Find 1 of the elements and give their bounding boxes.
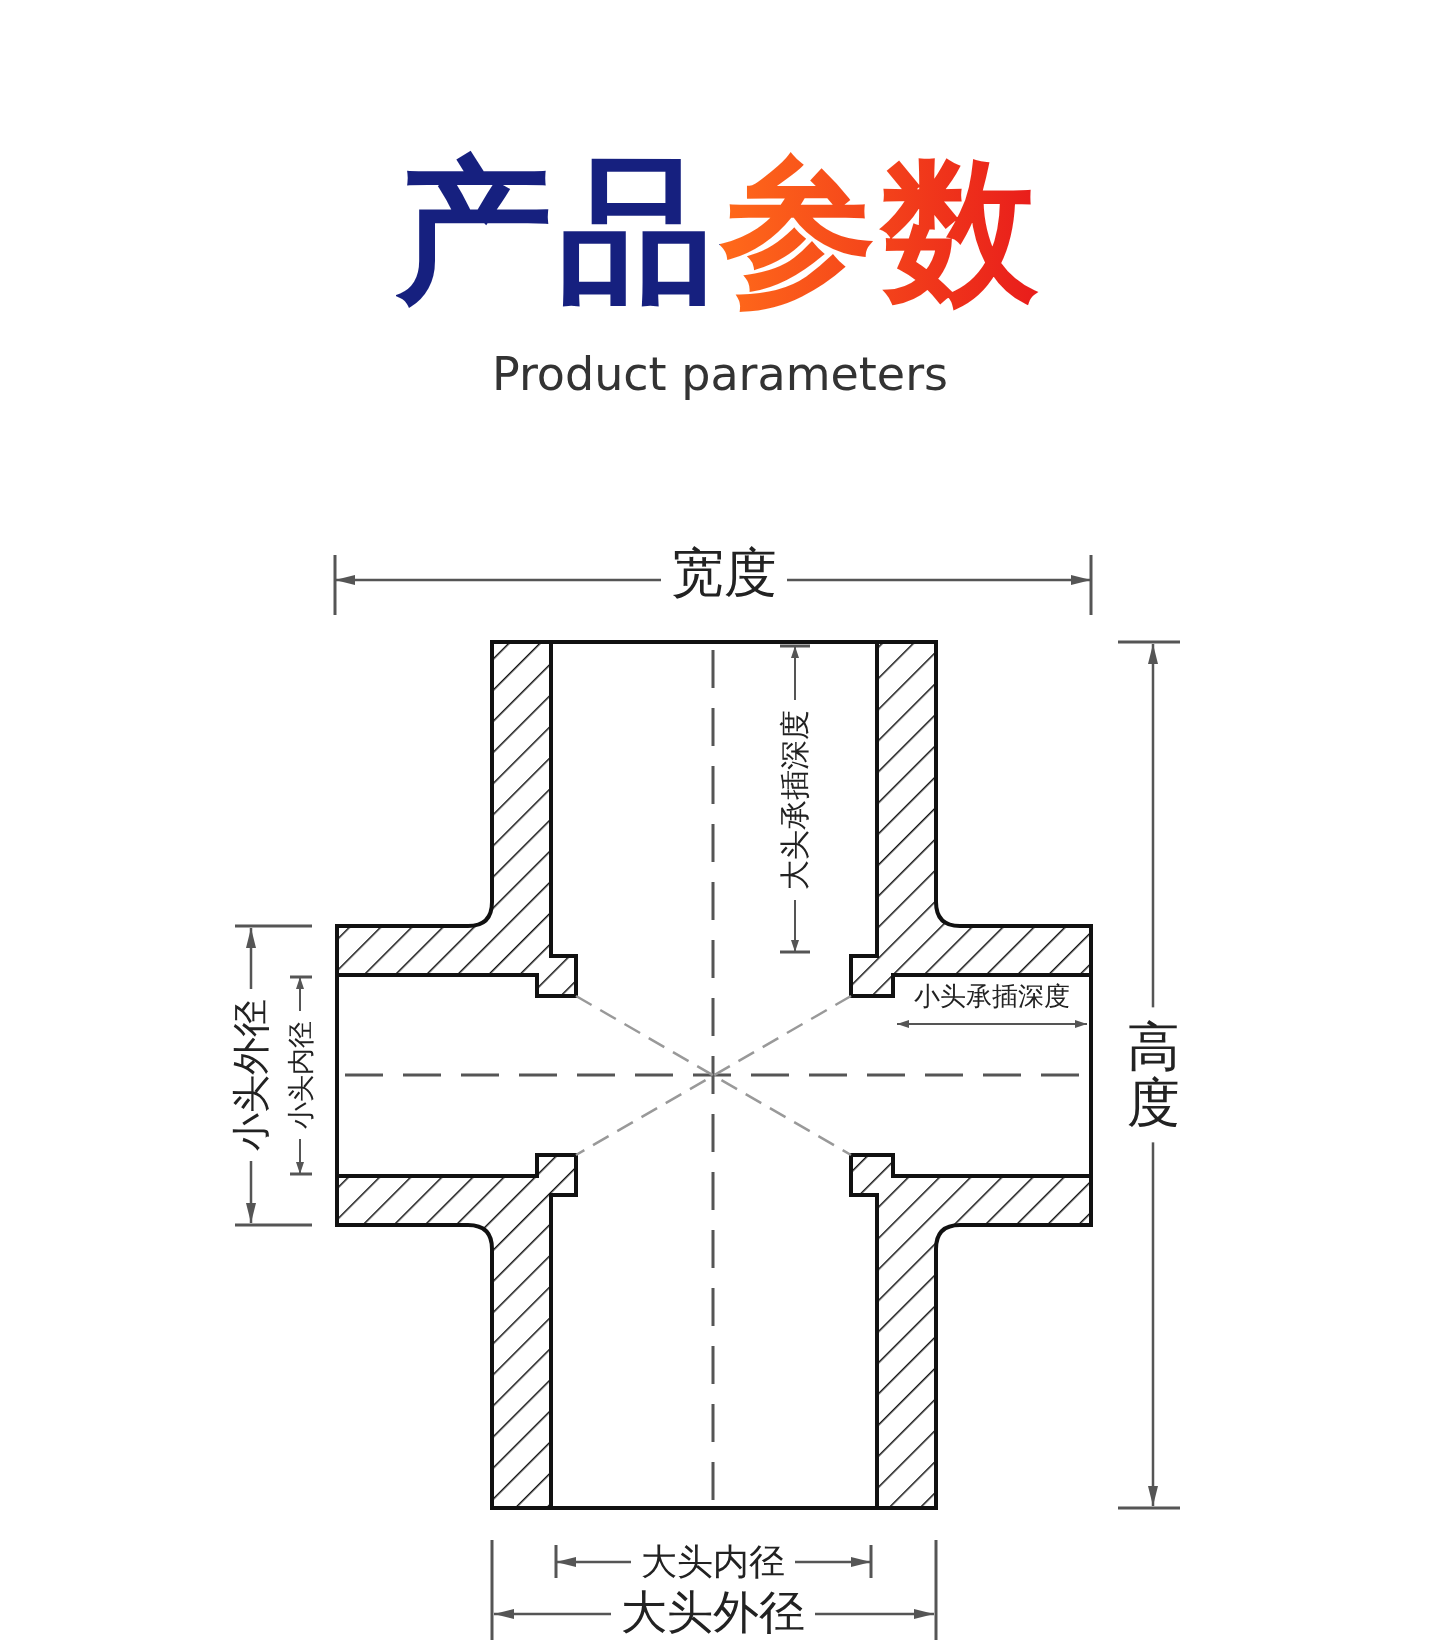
dimension-label: 小头承插深度 [914,983,1070,1009]
